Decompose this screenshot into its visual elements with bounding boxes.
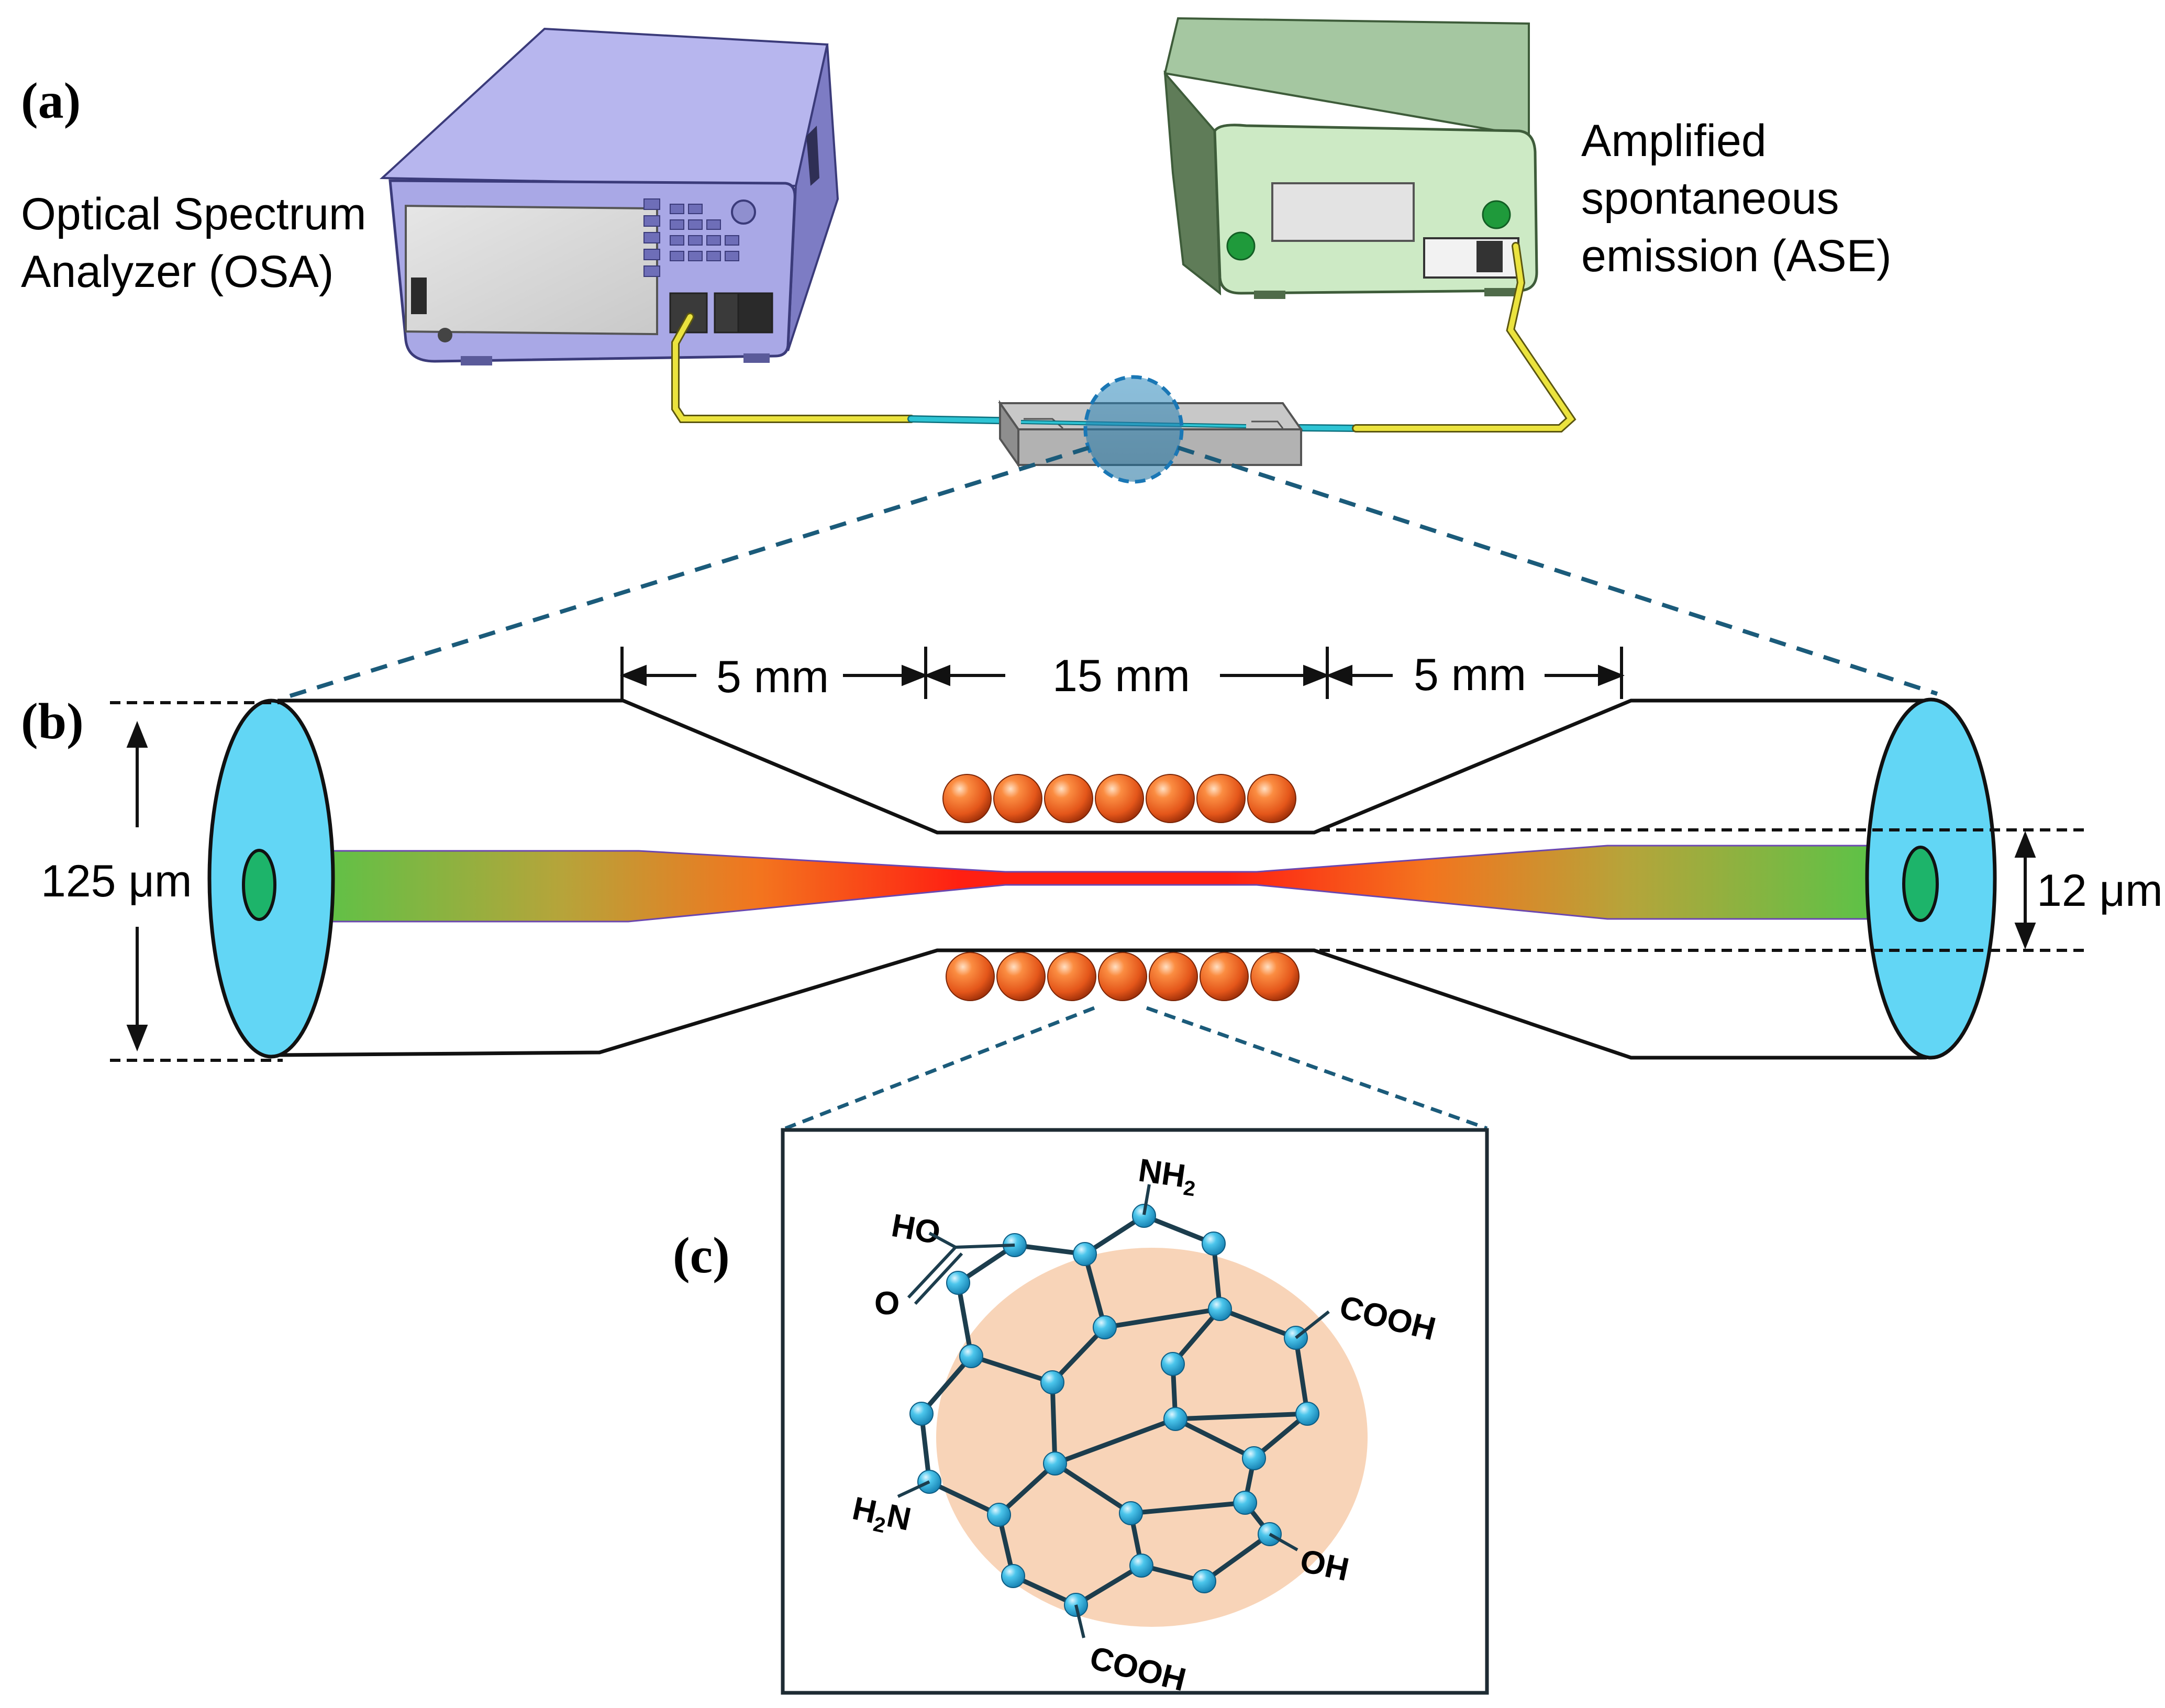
zoom-line-c-left bbox=[784, 1006, 1095, 1130]
lattice-atom bbox=[909, 1402, 934, 1426]
lattice-atom bbox=[1233, 1491, 1257, 1515]
ase-instrument bbox=[1163, 17, 1538, 299]
ase-label-line2: spontaneous bbox=[1581, 173, 1839, 224]
lattice-atom bbox=[1161, 1352, 1185, 1376]
zoom-line-left bbox=[279, 446, 1090, 701]
cladding-diameter-dimension bbox=[110, 701, 283, 1062]
nanoparticle bbox=[1250, 952, 1300, 1001]
lattice-atom bbox=[1242, 1446, 1266, 1470]
fiber-end-left bbox=[207, 698, 335, 1059]
lattice-atom bbox=[1192, 1569, 1216, 1593]
nanoparticle-row-bottom bbox=[946, 952, 1300, 1001]
lattice-bond bbox=[997, 1461, 1057, 1517]
zoom-line-c-right bbox=[1146, 1006, 1488, 1130]
lattice-atom bbox=[1073, 1242, 1097, 1266]
nanoparticle bbox=[1149, 952, 1198, 1001]
zoom-line-right bbox=[1177, 446, 1938, 696]
dim-cladding-diameter: 125 μm bbox=[41, 856, 192, 906]
nanoparticle bbox=[942, 774, 992, 823]
substituent-bonds bbox=[897, 1184, 1330, 1638]
nanoparticle bbox=[996, 952, 1046, 1001]
lattice-bond bbox=[1050, 1382, 1058, 1464]
osa-instrument bbox=[379, 27, 839, 365]
lattice-atom bbox=[1040, 1370, 1064, 1394]
zoom-circle bbox=[1083, 375, 1184, 484]
panel-label-a: (a) bbox=[21, 73, 81, 129]
nanoparticle bbox=[1098, 952, 1147, 1001]
lattice-atom bbox=[1132, 1204, 1156, 1228]
dim-waist: 15 mm bbox=[1052, 651, 1190, 701]
dim-left-taper: 5 mm bbox=[716, 652, 829, 702]
group-ho: HO bbox=[889, 1207, 943, 1251]
lattice-bond bbox=[970, 1354, 1053, 1385]
nanoparticle bbox=[1044, 774, 1093, 823]
lattice-bond bbox=[1143, 1213, 1215, 1246]
nanoparticle bbox=[946, 952, 995, 1001]
ase-label-line3: emission (ASE) bbox=[1581, 231, 1892, 281]
length-dimensions bbox=[619, 647, 1625, 699]
lattice-bond bbox=[1219, 1306, 1297, 1340]
waist-diameter-dimension bbox=[1319, 828, 2089, 952]
lattice-atom bbox=[1119, 1501, 1143, 1525]
dim-right-taper: 5 mm bbox=[1414, 650, 1526, 700]
nanoparticle bbox=[993, 774, 1042, 823]
lattice-bond bbox=[1082, 1253, 1107, 1328]
lattice-bond bbox=[1050, 1325, 1107, 1384]
panel-label-b: (b) bbox=[21, 693, 84, 750]
nanoparticle bbox=[1196, 774, 1246, 823]
nanoparticle bbox=[1146, 774, 1195, 823]
osa-label-line2: Analyzer (OSA) bbox=[21, 247, 334, 297]
lattice-atom bbox=[1163, 1407, 1187, 1431]
dim-waist-diameter: 12 μm bbox=[2037, 866, 2163, 916]
lattice-atom bbox=[1001, 1564, 1025, 1588]
lattice-bond bbox=[1175, 1411, 1308, 1422]
osa-label-line1: Optical Spectrum bbox=[21, 189, 367, 239]
lattice-bond bbox=[1053, 1461, 1133, 1515]
graphene-lattice bbox=[909, 1204, 1319, 1617]
lattice-atom bbox=[1043, 1451, 1067, 1476]
nanoparticle bbox=[1095, 774, 1144, 823]
lattice-atom bbox=[1202, 1232, 1226, 1256]
lattice-bond bbox=[1174, 1416, 1256, 1461]
lattice-bond bbox=[1203, 1532, 1271, 1583]
lattice-bond bbox=[1130, 1500, 1246, 1516]
lattice-bond bbox=[928, 1479, 1000, 1517]
nanoparticle bbox=[1200, 952, 1249, 1001]
lattice-atom bbox=[1129, 1554, 1153, 1578]
lattice-bond bbox=[1054, 1416, 1176, 1466]
lattice-atom bbox=[1093, 1315, 1117, 1339]
lattice-bond bbox=[1293, 1337, 1310, 1414]
fiber-end-right bbox=[1865, 697, 1997, 1060]
light-beam-core bbox=[261, 845, 1928, 923]
lattice-atom bbox=[1295, 1402, 1319, 1426]
lattice-atom bbox=[959, 1344, 983, 1368]
nanoparticle bbox=[1247, 774, 1296, 823]
tapered-fiber-cladding bbox=[277, 698, 1927, 1060]
panel-label-c: (c) bbox=[673, 1227, 730, 1284]
lattice-atom bbox=[1208, 1297, 1232, 1321]
lattice-bond bbox=[919, 1355, 973, 1415]
lattice-bond bbox=[956, 1282, 974, 1357]
ase-label-line1: Amplified bbox=[1581, 116, 1767, 166]
nanoparticle-row-top bbox=[942, 774, 1296, 823]
lattice-atom bbox=[946, 1271, 970, 1295]
lattice-bond bbox=[1104, 1306, 1220, 1330]
lattice-bond bbox=[1171, 1307, 1222, 1366]
group-nh2-top: NH2 bbox=[1136, 1152, 1200, 1201]
group-o: O bbox=[874, 1285, 900, 1322]
lattice-atom bbox=[987, 1503, 1011, 1527]
lattice-bond bbox=[1074, 1563, 1143, 1607]
nanoparticle bbox=[1047, 952, 1096, 1001]
